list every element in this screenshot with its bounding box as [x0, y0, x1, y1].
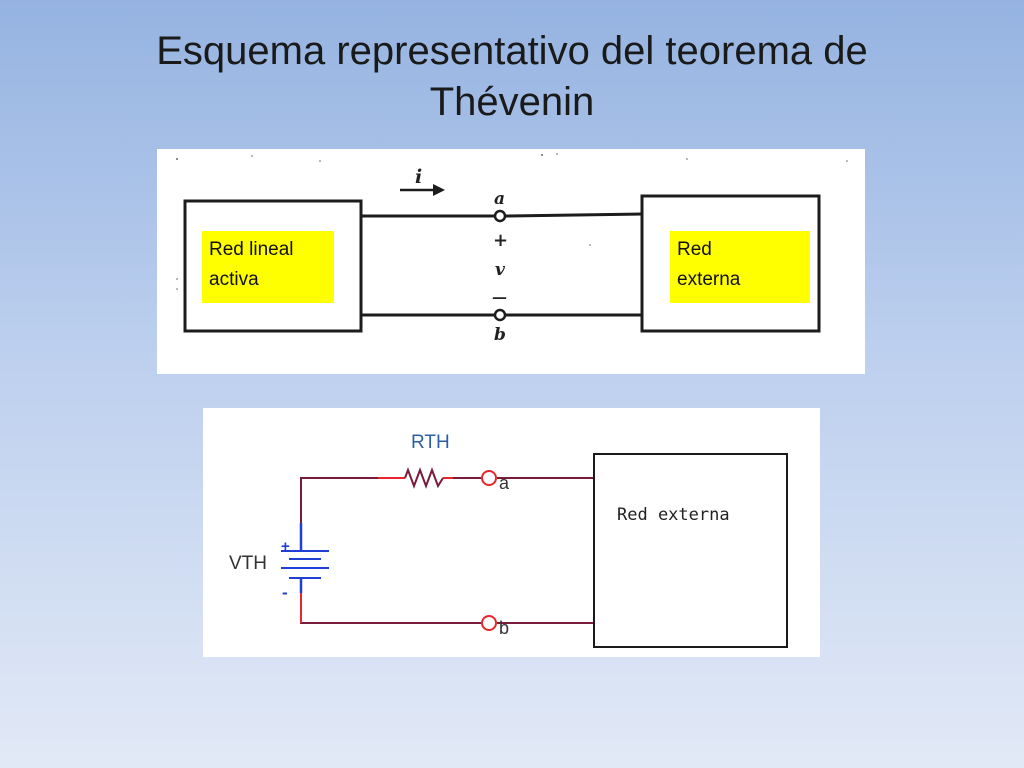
resistor-symbol [404, 467, 444, 489]
active-network-label: Red lineal activa [202, 231, 334, 303]
minus-sign: — [492, 288, 507, 306]
thevenin-circuit: RTH a b + - VTH Red externa [229, 432, 788, 648]
terminal-b-label: b [494, 325, 506, 345]
scan-specks [176, 153, 848, 290]
external-network-line-1: Red [677, 239, 712, 260]
wire-bottom-left [300, 593, 481, 624]
external-network-block [640, 194, 821, 333]
circuit-wires [300, 477, 594, 624]
terminal-a-label: a [499, 473, 510, 493]
title-line-1: Esquema representativo del teorema de [156, 29, 868, 73]
resistor-leads [300, 477, 453, 623]
active-network-block [183, 199, 363, 333]
terminal-a-label: a [494, 189, 505, 209]
external-network-block [593, 453, 788, 648]
external-network-line-2: externa [677, 269, 741, 290]
title-line-2: Thévenin [429, 80, 595, 124]
terminal-a-node [481, 470, 497, 486]
top-wire-right [505, 212, 643, 218]
current-label: i [415, 166, 422, 188]
source-minus-sign: - [282, 583, 288, 602]
source-plus-sign: + [281, 538, 290, 555]
source-label: VTH [229, 553, 267, 574]
resistor-label: RTH [411, 432, 450, 453]
voltage-source-symbol [281, 523, 329, 593]
current-arrow-head [433, 184, 445, 196]
terminal-b-label: b [499, 618, 509, 638]
external-network-label: Red externa [617, 505, 730, 525]
terminal-a-node [493, 209, 507, 223]
terminal-b-node [493, 308, 507, 322]
voltage-label: v [495, 260, 506, 280]
thevenin-circuit-panel: RTH a b + - VTH Red externa [203, 408, 820, 657]
plus-sign: + [493, 230, 508, 251]
network-diagram: i a + v — b [176, 153, 848, 345]
active-network-line-1: Red lineal [209, 239, 294, 260]
network-diagram-panel: i a + v — b Red lineal activa Red extern… [157, 149, 865, 374]
active-network-line-2: activa [209, 269, 259, 290]
slide-title: Esquema representativo del teorema de Th… [40, 26, 984, 128]
external-network-label: Red externa [670, 231, 810, 303]
terminal-b-node [481, 615, 497, 631]
wire-top-left [300, 477, 378, 533]
